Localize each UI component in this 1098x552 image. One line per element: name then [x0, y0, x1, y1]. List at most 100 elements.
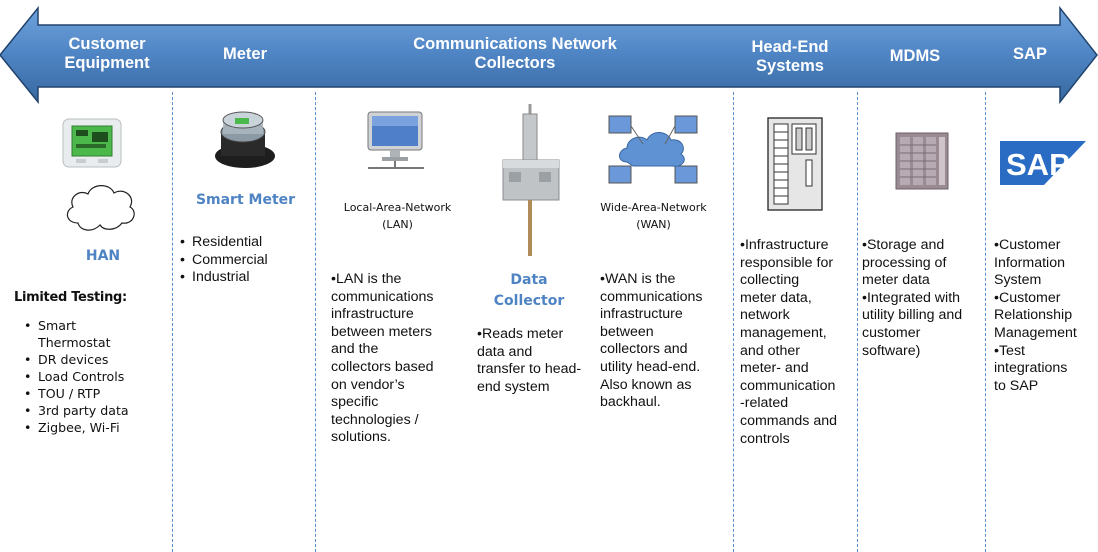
collector-description: •Reads meter data and transfer to head- …: [477, 326, 581, 396]
header-customer-line1: Customer: [68, 35, 146, 53]
lan-desc-line: between meters: [331, 323, 432, 340]
lan-desc-line: communications: [331, 288, 434, 305]
column-divider: [315, 92, 316, 552]
lan-desc-line: solutions.: [331, 429, 391, 446]
computer-icon: [367, 111, 424, 169]
lan-desc-line: on vendor’s: [331, 376, 405, 393]
mdms-desc-line: processing of: [862, 254, 947, 271]
wan-caption-line2: (WAN): [636, 218, 671, 231]
wan-desc-line: infrastructure: [600, 306, 683, 323]
wan-desc-line: backhaul.: [600, 394, 661, 411]
collector-title-line1: Data: [510, 272, 548, 288]
testing-item: Thermostat: [38, 335, 111, 350]
testing-item: DR devices: [38, 352, 109, 367]
lan-desc-line: infrastructure: [331, 306, 414, 323]
head-end-desc-line: and other: [740, 342, 800, 359]
sap-desc-line: System: [994, 272, 1042, 289]
sap-logo-text: SAP: [1006, 147, 1070, 182]
mdms-desc-line: meter data: [862, 272, 930, 289]
cloud-icon: [66, 185, 135, 231]
testing-item: Load Controls: [38, 369, 125, 384]
mdms-description: •Storage and processing of meter data •I…: [862, 237, 962, 360]
collector-desc-line: transfer to head-: [477, 361, 582, 378]
mdms-desc-line: •Storage and: [862, 237, 945, 253]
header-head-end-line1: Head-End: [751, 38, 829, 56]
sap-desc-line: •Customer: [994, 237, 1061, 253]
header-sap: SAP: [1013, 45, 1047, 63]
meter-type-list: Residential Commercial Industrial: [180, 234, 268, 287]
wan-desc-line: collectors and: [600, 341, 688, 358]
head-end-desc-line: communication: [740, 377, 836, 394]
header-mdms: MDMS: [889, 47, 941, 65]
smart-meter-title: Smart Meter: [195, 192, 296, 208]
header-head-end-line2: Systems: [756, 57, 824, 75]
lan-desc-line: specific: [331, 394, 379, 411]
column-divider: [857, 92, 858, 552]
mdms-desc-line: utility billing and: [862, 307, 963, 324]
sap-desc-line: integrations: [994, 360, 1068, 377]
meter-type-item: Residential: [180, 234, 268, 252]
lan-caption-line2: (LAN): [382, 218, 413, 231]
limited-testing-list: •Smart Thermostat •DR devices •Load Cont…: [24, 318, 129, 435]
han-label: HAN: [85, 248, 121, 264]
head-end-desc-line: collecting: [740, 272, 800, 289]
sap-desc-line: •Test: [994, 342, 1025, 359]
head-end-desc-line: meter- and: [740, 360, 809, 377]
head-end-desc-line: -related: [740, 395, 789, 412]
lan-caption: Local-Area-Network (LAN): [330, 199, 465, 233]
data-collector-title: Data Collector: [484, 270, 574, 312]
sap-description: •Customer Information System •Customer R…: [994, 237, 1077, 395]
head-end-desc-line: meter data,: [740, 289, 812, 306]
wan-desc-line: •WAN is the: [600, 271, 676, 287]
wan-caption: Wide-Area-Network (WAN): [586, 199, 721, 233]
wan-desc-line: communications: [600, 288, 703, 305]
lan-desc-line: •LAN is the: [331, 271, 402, 287]
header-meter: Meter: [222, 45, 267, 63]
head-end-desc-line: •Infrastructure: [740, 237, 829, 253]
header-comms-line1: Communications Network: [413, 35, 617, 53]
sap-logo: SAP: [1000, 141, 1086, 185]
meter-type-item: Commercial: [180, 252, 268, 270]
header-head-end: Head-End Systems: [740, 38, 840, 76]
column-divider: [733, 92, 734, 552]
server-rack-icon: [767, 117, 823, 211]
thermostat-icon: [62, 118, 122, 168]
head-end-desc-line: management,: [740, 324, 827, 341]
meter-type-item: Industrial: [180, 269, 268, 287]
wan-desc-line: Also known as: [600, 376, 692, 393]
header-double-arrow: [0, 5, 1098, 105]
wan-caption-line1: Wide-Area-Network: [600, 201, 707, 214]
head-end-desc-line: commands and: [740, 412, 837, 429]
collector-title-line2: Collector: [493, 293, 565, 309]
collector-desc-line: data and: [477, 343, 533, 360]
wan-network-icon: [608, 115, 698, 184]
header-communications: Communications Network Collectors: [370, 35, 660, 73]
sap-desc-line: •Customer: [994, 289, 1061, 306]
collector-desc-line: •Reads meter: [477, 326, 564, 342]
testing-item: TOU / RTP: [38, 386, 101, 401]
limited-testing-title: Limited Testing:: [14, 290, 127, 305]
lan-description: •LAN is the communications infrastructur…: [331, 271, 434, 447]
header-customer-line2: Equipment: [64, 54, 150, 72]
wan-desc-line: utility head-end.: [600, 358, 701, 375]
head-end-description: •Infrastructure responsible for collecti…: [740, 237, 837, 448]
head-end-desc-line: controls: [740, 430, 790, 447]
lan-desc-line: collectors based: [331, 358, 434, 375]
testing-item: 3rd party data: [38, 403, 129, 418]
storage-server-icon: [895, 132, 949, 190]
sap-desc-line: Information: [994, 254, 1065, 271]
testing-item: Smart: [38, 318, 77, 333]
testing-item: Zigbee, Wi-Fi: [38, 420, 120, 435]
header-customer-equipment: Customer Equipment: [48, 35, 166, 73]
column-divider: [172, 92, 173, 552]
lan-desc-line: and the: [331, 341, 379, 358]
mdms-desc-line: •Integrated with: [862, 289, 961, 306]
data-collector-icon: [502, 104, 560, 256]
wan-description: •WAN is the communications infrastructur…: [600, 271, 703, 412]
collector-desc-line: end system: [477, 378, 550, 395]
wan-desc-line: between: [600, 323, 654, 340]
head-end-desc-line: network: [740, 307, 790, 324]
lan-desc-line: technologies /: [331, 411, 419, 428]
mdms-desc-line: customer: [862, 324, 921, 341]
column-divider: [985, 92, 986, 552]
